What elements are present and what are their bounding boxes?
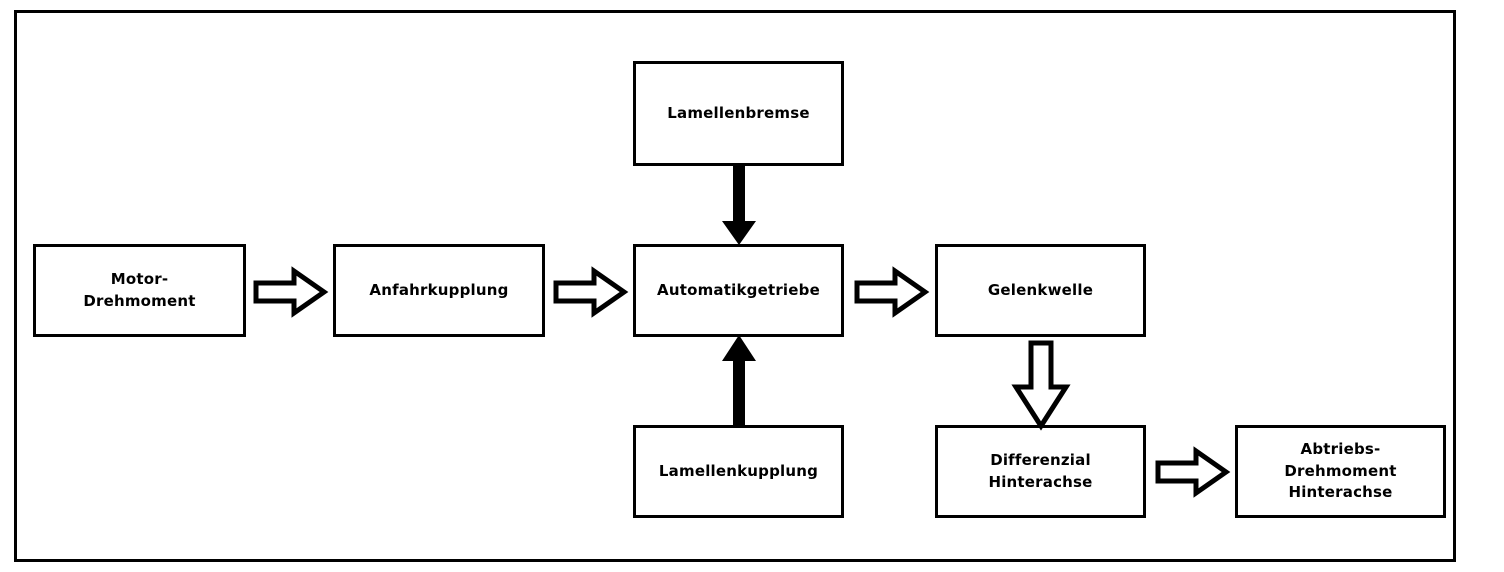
node-label: Anfahrkupplung	[369, 280, 509, 299]
connector-anfahrkupplung-to-getriebe	[553, 266, 629, 318]
node-automatikgetriebe[interactable]: Automatikgetriebe	[633, 244, 844, 337]
node-lamellenkupplung[interactable]: Lamellenkupplung	[633, 425, 844, 518]
node-abtriebs-drehmoment-hinterachse[interactable]: Abtriebs- Drehmoment Hinterachse	[1235, 425, 1446, 518]
node-label: Automatikgetriebe	[657, 280, 820, 299]
node-anfahrkupplung[interactable]: Anfahrkupplung	[333, 244, 545, 337]
node-lamellenbremse[interactable]: Lamellenbremse	[633, 61, 844, 166]
node-differenzial-hinterachse[interactable]: Differenzial Hinterachse	[935, 425, 1146, 518]
node-label: Lamellenbremse	[667, 103, 810, 122]
connector-getriebe-to-gelenkwelle	[854, 266, 930, 318]
node-label: Abtriebs- Drehmoment Hinterachse	[1284, 439, 1397, 502]
diagram-frame: Lamellenbremse Motor- Drehmoment Anfahrk…	[14, 10, 1456, 562]
connector-motor-to-anfahrkupplung	[253, 266, 329, 318]
connector-lamellenbremse-to-getriebe	[720, 163, 758, 247]
node-label: Motor- Drehmoment	[83, 269, 196, 310]
connector-lamellenkupplung-to-getriebe	[720, 335, 758, 427]
connector-differenzial-to-abtrieb	[1155, 446, 1231, 498]
node-gelenkwelle[interactable]: Gelenkwelle	[935, 244, 1146, 337]
connector-gelenkwelle-to-differenzial	[1011, 340, 1071, 431]
node-motor-drehmoment[interactable]: Motor- Drehmoment	[33, 244, 246, 337]
node-label: Lamellenkupplung	[658, 461, 819, 480]
node-label: Gelenkwelle	[987, 280, 1094, 299]
node-label: Differenzial Hinterachse	[988, 450, 1093, 491]
